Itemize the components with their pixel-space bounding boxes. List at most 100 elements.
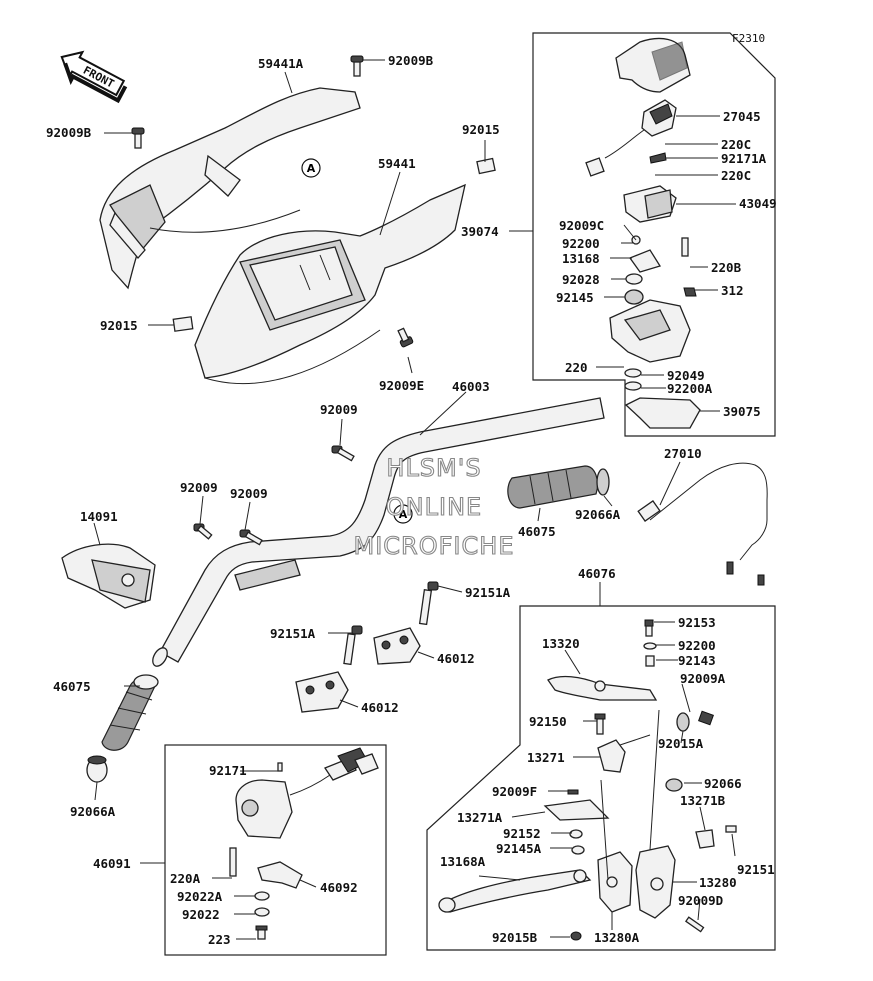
switch-group-box [164, 744, 387, 956]
label-39074: 39074 [461, 224, 499, 239]
label-92171A: 92171A [721, 151, 767, 166]
label-13168: 13168 [562, 251, 600, 266]
label-27010: 27010 [664, 446, 702, 461]
label-39075: 39075 [723, 404, 761, 419]
label-92022: 92022 [182, 907, 220, 922]
switch-small-parts [229, 847, 303, 940]
bolt-92009E [397, 327, 414, 348]
watermark: HLSM'S ONLINE MICROFICHE [353, 453, 515, 560]
label-92009-mid: 92009 [320, 402, 358, 417]
label-220B: 220B [711, 260, 742, 275]
bolt-92009B-top [350, 55, 364, 77]
label-46092: 46092 [320, 880, 358, 895]
throttle-assembly-39074 [585, 37, 701, 429]
svg-text:MICROFICHE: MICROFICHE [354, 532, 515, 560]
label-43049: 43049 [739, 196, 777, 211]
label-92015A: 92015A [658, 736, 704, 751]
holder-13280 [635, 845, 676, 919]
label-13280: 13280 [699, 875, 737, 890]
label-27045: 27045 [723, 109, 761, 124]
switch-46091 [235, 747, 379, 839]
bolt-92009-b [239, 529, 263, 546]
label-92015-left: 92015 [100, 318, 138, 333]
holder-46012-right [373, 627, 421, 665]
svg-text:ONLINE: ONLINE [386, 493, 482, 521]
label-92009F: 92009F [492, 784, 537, 799]
label-92151A-right: 92151A [465, 585, 511, 600]
headlight-housing-59441 [194, 183, 466, 385]
ref-mark-a-bottom: A [393, 504, 413, 524]
leader-lines [93, 59, 736, 940]
svg-text:A: A [399, 508, 408, 521]
front-arrow: FRONT [60, 50, 128, 104]
label-92200-b: 92200 [678, 638, 716, 653]
label-46075-right: 46075 [518, 524, 556, 539]
clip-92015-left [172, 316, 194, 332]
label-92066A-left: 92066A [70, 804, 116, 819]
bar-end-92066A-left [86, 755, 108, 783]
bolt-92151A-right [418, 581, 439, 626]
sheet-code: F2310 [732, 32, 765, 45]
svg-text:HLSM'S: HLSM'S [386, 454, 481, 482]
label-46012-right: 46012 [437, 651, 475, 666]
label-13320: 13320 [542, 636, 580, 651]
label-46003: 46003 [452, 379, 490, 394]
label-92152: 92152 [503, 826, 541, 841]
label-14091: 14091 [80, 509, 118, 524]
label-220C-a: 220C [721, 137, 751, 152]
label-13271A: 13271A [457, 810, 503, 825]
svg-text:A: A [307, 162, 316, 175]
cover-14091 [61, 543, 156, 609]
label-92009B-left: 92009B [46, 125, 92, 140]
bolt-92151A-left [343, 625, 363, 666]
label-312: 312 [721, 283, 744, 298]
callout-labels: F2310 59441A 92009B 92009B 92015 59441 9… [46, 32, 777, 947]
label-92143: 92143 [678, 653, 716, 668]
label-223: 223 [208, 932, 231, 947]
bolt-92009-a [193, 523, 213, 540]
label-92200A: 92200A [667, 381, 713, 396]
label-92151A-left: 92151A [270, 626, 316, 641]
label-92171: 92171 [209, 763, 247, 778]
lever-13168A [438, 869, 592, 913]
label-46075-left: 46075 [53, 679, 91, 694]
label-92153: 92153 [678, 615, 716, 630]
label-92009D: 92009D [678, 893, 723, 908]
headlight-cover-59441A [99, 87, 361, 290]
throttle-group-box [532, 32, 776, 437]
label-92009A: 92009A [680, 671, 726, 686]
bracket-13271B [695, 829, 715, 849]
label-92009E: 92009E [379, 378, 424, 393]
label-92066A-right: 92066A [575, 507, 621, 522]
label-92022A: 92022A [177, 889, 223, 904]
label-220C-b: 220C [721, 168, 751, 183]
handlebar-46003 [152, 397, 605, 667]
clutch-lever-group-box [426, 605, 776, 951]
cable-27010 [637, 462, 768, 586]
label-92009B-top: 92009B [388, 53, 434, 68]
label-92150: 92150 [529, 714, 567, 729]
bolt-92009-mid [331, 445, 355, 462]
label-92049: 92049 [667, 368, 705, 383]
label-13271B: 13271B [680, 793, 726, 808]
label-92200: 92200 [562, 236, 600, 251]
label-13280A: 13280A [594, 930, 640, 945]
lever-13320 [547, 675, 658, 701]
label-46012-left: 46012 [361, 700, 399, 715]
grip-46075-right [507, 465, 610, 509]
label-92015-top: 92015 [462, 122, 500, 137]
label-92015B: 92015B [492, 930, 538, 945]
holder-13280A [597, 851, 633, 913]
label-92145A: 92145A [496, 841, 542, 856]
bolt-92009B-left [131, 127, 145, 149]
holder-46012-left [295, 671, 349, 713]
label-13168A: 13168A [440, 854, 486, 869]
label-13271: 13271 [527, 750, 565, 765]
plate-13271A [543, 799, 610, 821]
label-59441A: 59441A [258, 56, 304, 71]
label-220: 220 [565, 360, 588, 375]
label-59441: 59441 [378, 156, 416, 171]
ref-mark-a-top: A [301, 158, 321, 178]
label-92009-b: 92009 [230, 486, 268, 501]
bracket-13271 [597, 739, 626, 773]
